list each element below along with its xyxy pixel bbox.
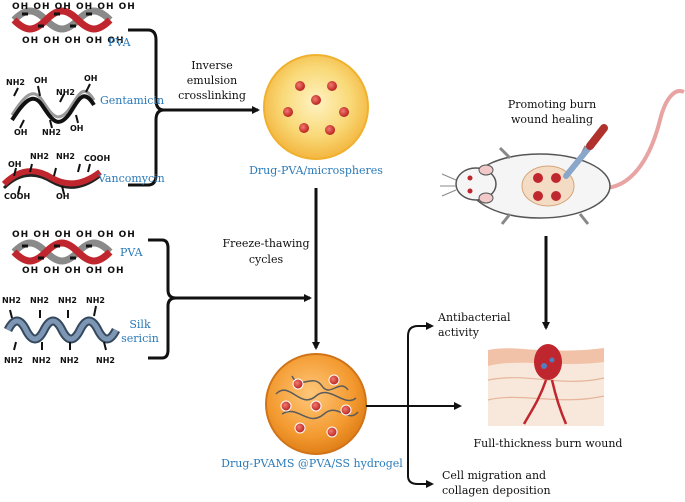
group-label: OH <box>54 230 72 240</box>
pva-top-label: PVA <box>108 36 131 49</box>
gentamicin-group-1: NH2 <box>6 78 25 87</box>
sericin-group-4: NH2 <box>86 296 105 305</box>
group-label: OH <box>97 2 115 12</box>
group-label: OH <box>33 2 51 12</box>
sericin-group-2: NH2 <box>30 296 49 305</box>
vancomycin-group-3: COOH <box>4 192 31 201</box>
gentamicin-group-3: OH <box>84 74 98 83</box>
freeze-line1: Freeze-thawing <box>222 237 310 250</box>
hydrogel-sphere-icon <box>265 353 367 455</box>
gentamicin-group-4: NH2 <box>56 88 75 97</box>
migration-line1: Cell migration and <box>442 469 547 482</box>
group-label: OH <box>75 230 94 240</box>
pva-helix-lower-icon <box>11 239 113 265</box>
healing-label: Promoting burn wound healing <box>500 97 604 127</box>
healing-line1: Promoting burn <box>507 98 597 111</box>
top-bracket <box>128 28 260 187</box>
gentamicin-label: Gentamicin <box>100 94 165 107</box>
group-label: OH <box>85 36 104 46</box>
emulsion-step-label: Inverse emulsion crosslinking <box>166 58 258 103</box>
group-label: OH <box>118 2 136 12</box>
emulsion-line3: crosslinking <box>178 89 246 102</box>
freeze-step-label: Freeze-thawing cycles <box>218 236 314 268</box>
group-label: OH <box>85 266 104 276</box>
group-label: OH <box>107 266 125 276</box>
migration-label: Cell migration and collagen deposition <box>442 468 551 498</box>
gentamicin-group-5: OH <box>14 128 28 137</box>
pva-bottom-oh-row: OH OH OH OH OH OH <box>12 230 136 240</box>
microsphere-label: Drug-PVA/microspheres <box>249 164 383 177</box>
antibacterial-label: Antibacterial activity <box>438 310 511 340</box>
antibacterial-line1: Antibacterial <box>438 311 511 324</box>
sericin-group-3: NH2 <box>58 296 77 305</box>
vancomycin-group-1: OH <box>8 160 22 169</box>
sericin-group-8: NH2 <box>96 356 115 365</box>
gentamicin-chain-icon <box>10 83 96 129</box>
group-label: OH <box>12 230 30 240</box>
pva-top-oh-row: OH OH OH OH OH OH <box>12 2 136 12</box>
group-label: OH <box>118 230 136 240</box>
pva-helix-icon <box>11 7 113 33</box>
vancomycin-group-2: NH2 <box>30 152 49 161</box>
gentamicin-group-2: OH <box>34 76 48 85</box>
group-label: OH <box>22 36 40 46</box>
pva-top-oh-row-lower: OH OH OH OH OH <box>22 36 125 46</box>
gentamicin-group-7: OH <box>70 124 84 133</box>
pva-bottom-label: PVA <box>120 246 143 259</box>
freeze-line2: cycles <box>248 253 284 266</box>
group-label: OH <box>54 2 72 12</box>
vancomycin-group-4: COOH <box>84 154 111 163</box>
vancomycin-label: Vancomycin <box>98 172 165 185</box>
hydrogel-label: Drug-PVAMS @PVA/SS hydrogel <box>221 457 403 470</box>
microsphere-icon <box>263 54 369 160</box>
sericin-group-5: NH2 <box>4 356 23 365</box>
sericin-label: Silk sericin <box>116 318 164 346</box>
antibacterial-line2: activity <box>438 326 480 339</box>
migration-line2: collagen deposition <box>442 484 551 497</box>
emulsion-line2: emulsion <box>186 74 238 87</box>
sericin-label-line2: sericin <box>121 332 159 345</box>
burn-wound-label: Full-thickness burn wound <box>473 437 623 450</box>
vancomycin-group-5: OH <box>56 192 70 201</box>
gentamicin-group-6: NH2 <box>42 128 61 137</box>
group-label: OH <box>64 266 82 276</box>
group-label: OH <box>43 266 61 276</box>
vancomycin-group-6: NH2 <box>56 152 75 161</box>
sericin-label-line1: Silk <box>129 318 151 331</box>
group-label: OH <box>64 36 82 46</box>
group-label: OH <box>12 2 30 12</box>
rat-icon <box>440 89 685 225</box>
group-label: OH <box>33 230 51 240</box>
sericin-helix-icon <box>3 305 121 351</box>
vancomycin-chain-icon <box>1 163 102 195</box>
emulsion-line1: Inverse <box>191 59 233 72</box>
outcome-arrows <box>366 322 462 488</box>
healing-line2: wound healing <box>510 113 594 126</box>
sericin-group-6: NH2 <box>32 356 51 365</box>
group-label: OH <box>75 2 94 12</box>
group-label: OH <box>97 230 115 240</box>
group-label: OH <box>22 266 40 276</box>
group-label: OH <box>43 36 61 46</box>
pva-bottom-oh-row-lower: OH OH OH OH OH <box>22 266 125 276</box>
dropper-icon <box>563 124 608 179</box>
sericin-group-7: NH2 <box>60 356 79 365</box>
group-label: OH <box>107 36 125 46</box>
skin-wound-icon <box>487 344 605 426</box>
bottom-bracket <box>148 238 312 360</box>
sericin-group-1: NH2 <box>2 296 21 305</box>
